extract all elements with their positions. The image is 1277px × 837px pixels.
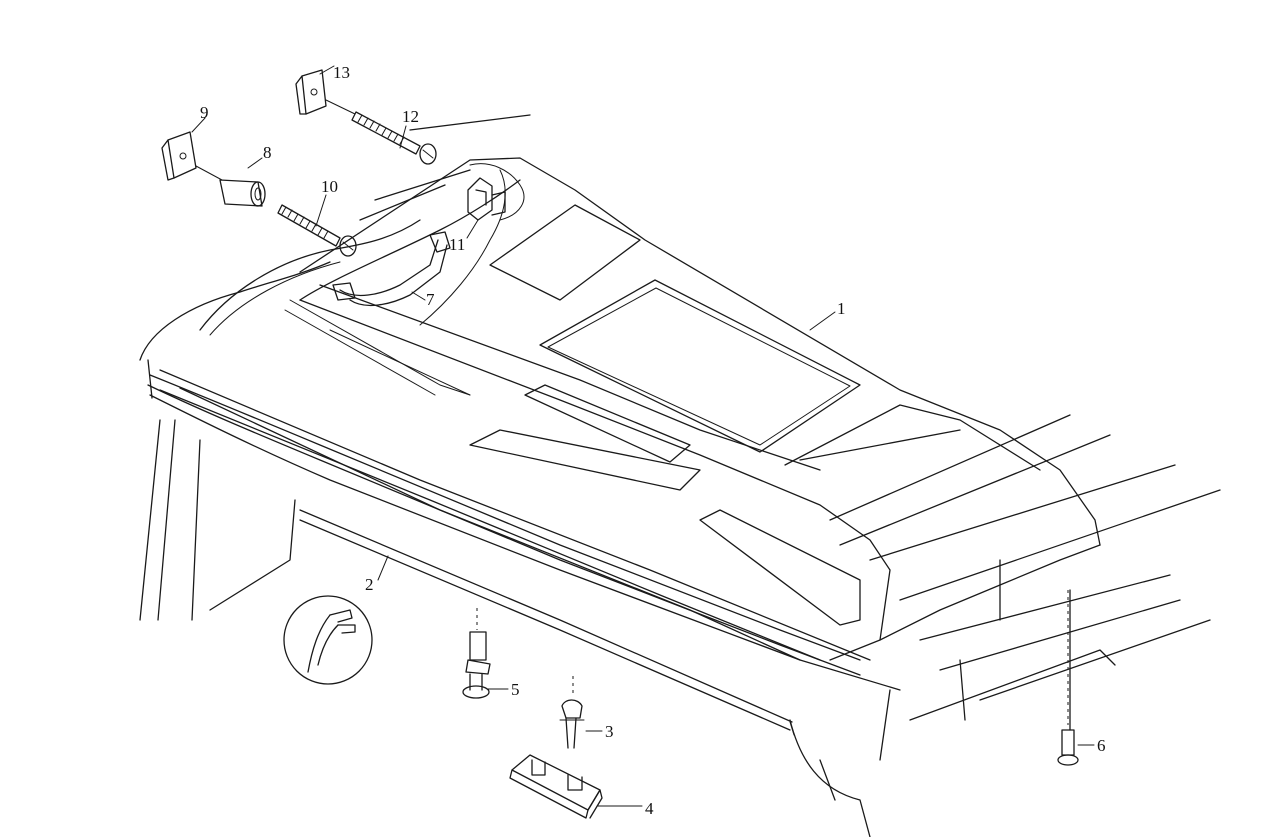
- clip-bracket: [467, 177, 506, 221]
- weather-strip: [147, 374, 861, 736]
- clip-3: [559, 676, 585, 749]
- callout-10: 10: [321, 177, 338, 196]
- push-pin-5: [462, 608, 491, 699]
- grab-handle: [332, 231, 451, 307]
- leader-lines: [191, 65, 1095, 807]
- callout-4: 4: [645, 799, 654, 818]
- screw-10: [277, 204, 357, 257]
- mount-bracket-4: [509, 754, 603, 819]
- clip-nut-13: [295, 69, 356, 115]
- callout-5: 5: [511, 680, 520, 699]
- callout-labels: 1 2 3 4 5 6 7 8 9 10 11 12 13: [200, 63, 1106, 818]
- callout-8: 8: [263, 143, 272, 162]
- spacer-collar: [195, 165, 266, 207]
- callout-7: 7: [426, 290, 435, 309]
- callout-11: 11: [449, 235, 465, 254]
- roof-panel: [139, 114, 1221, 837]
- callout-12: 12: [402, 107, 419, 126]
- callout-2: 2: [365, 575, 374, 594]
- wiring-harness: [199, 163, 525, 336]
- screw-12: [351, 111, 437, 165]
- callout-3: 3: [605, 722, 614, 741]
- callout-6: 6: [1097, 736, 1106, 755]
- bolt-6: [1057, 590, 1079, 766]
- clip-nut-9: [161, 131, 197, 181]
- callout-1: 1: [837, 299, 846, 318]
- callout-9: 9: [200, 103, 209, 122]
- callout-13: 13: [333, 63, 350, 82]
